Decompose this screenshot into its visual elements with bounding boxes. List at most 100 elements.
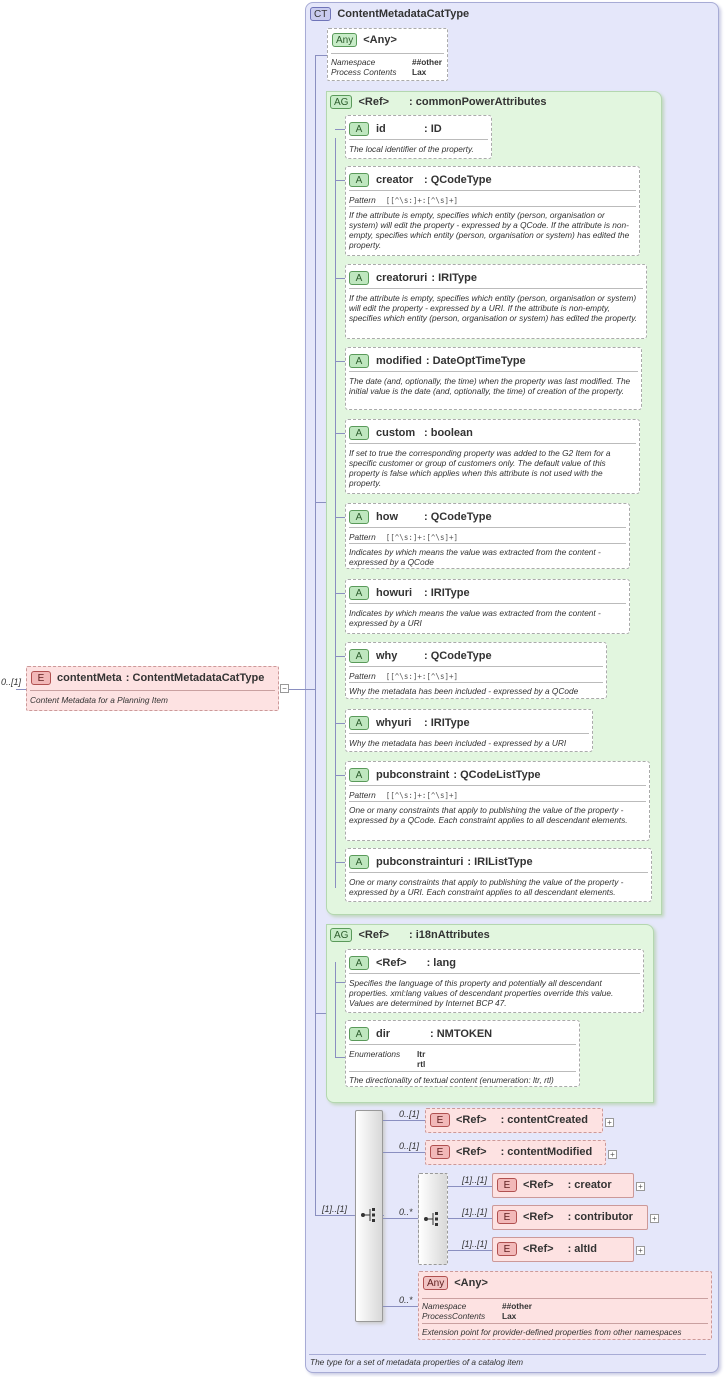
attribute-description: If the attribute is empty, specifies whi… (349, 293, 638, 323)
attribute-name: custom (376, 427, 416, 439)
pattern-value: [[^\s:]+:[^\s]+] (385, 533, 459, 542)
content-created-cardinality: 0..[1] (399, 1109, 420, 1119)
root-element-type: : ContentMetadataCatType (125, 672, 265, 684)
attribute-pubconstrainturi[interactable]: A pubconstrainturi : IRIListType One or … (345, 848, 652, 902)
attribute-lang[interactable]: A <Ref> : lang Specifies the language of… (345, 949, 644, 1013)
element-altid[interactable]: E <Ref> : altId (492, 1237, 634, 1262)
root-element-box[interactable]: E contentMeta : ContentMetadataCatType C… (26, 666, 279, 711)
process-value: Lax (412, 67, 427, 77)
attribute-type: : IRIListType (467, 856, 533, 868)
plus-icon[interactable]: + (605, 1118, 614, 1127)
attribute-description: The local identifier of the property. (349, 144, 474, 154)
any-extension-box: Any <Any> Namespace ##other ProcessConte… (418, 1271, 712, 1340)
attribute-whyuri[interactable]: A whyuri : IRIType Why the metadata has … (345, 709, 593, 752)
element-creator[interactable]: E <Ref> : creator (492, 1173, 634, 1198)
element-name: : contributor (567, 1211, 633, 1223)
plus-icon[interactable]: + (608, 1150, 617, 1159)
creator-cardinality: [1]..[1] (462, 1175, 488, 1185)
root-cardinality: 0..[1] (1, 677, 22, 687)
attribute-how[interactable]: A how : QCodeType Pattern[[^\s:]+:[^\s]+… (345, 503, 630, 569)
attribute-modified[interactable]: A modified : DateOptTimeType The date (a… (345, 347, 642, 410)
attribute-badge: A (349, 510, 369, 524)
attribute-custom[interactable]: A custom : boolean If set to true the co… (345, 419, 640, 494)
attribute-name: pubconstrainturi (376, 856, 464, 868)
element-badge: E (31, 671, 51, 685)
attribute-id[interactable]: A id : ID The local identifier of the pr… (345, 115, 492, 159)
minus-icon[interactable]: − (280, 684, 289, 693)
root-element-description: Content Metadata for a Planning Item (30, 695, 168, 705)
attribute-description: If set to true the corresponding propert… (349, 448, 611, 488)
element-badge: E (497, 1242, 517, 1256)
pattern-value: [[^\s:]+:[^\s]+] (385, 672, 459, 681)
pattern-value: [[^\s:]+:[^\s]+] (385, 196, 459, 205)
choice-cardinality: 0..* (399, 1207, 413, 1217)
attribute-type: : IRIType (424, 717, 470, 729)
attribute-name: how (376, 511, 398, 523)
attribute-type: : QCodeListType (453, 769, 541, 781)
attribute-name: id (376, 123, 386, 135)
plus-icon[interactable]: + (650, 1214, 659, 1223)
attribute-why[interactable]: A why : QCodeType Pattern[[^\s:]+:[^\s]+… (345, 642, 607, 699)
pattern-label: Pattern (349, 790, 376, 800)
plus-icon[interactable]: + (636, 1246, 645, 1255)
attribute-type: : QCodeType (424, 650, 492, 662)
process-key: Process Contents (331, 67, 397, 77)
process-value: Lax (502, 1311, 517, 1321)
attribute-name: dir (376, 1028, 391, 1040)
attribute-badge: A (349, 122, 369, 136)
attribute-dir[interactable]: A dir : NMTOKEN Enumerations ltr rtl The… (345, 1020, 580, 1087)
attribute-description: The directionality of textual content (e… (349, 1075, 554, 1085)
attribute-name: creatoruri (376, 272, 428, 284)
element-ref: <Ref> (523, 1211, 554, 1223)
attribute-type: : boolean (424, 427, 473, 439)
common-group-name: : commonPowerAttributes (409, 96, 547, 108)
element-ref: <Ref> (456, 1114, 487, 1126)
attribute-badge: A (349, 426, 369, 440)
content-modified-cardinality: 0..[1] (399, 1141, 420, 1151)
plus-icon[interactable]: + (636, 1182, 645, 1191)
attribute-description: The date (and, optionally, the time) whe… (349, 376, 631, 396)
element-name: : creator (567, 1179, 612, 1191)
attribute-creatoruri[interactable]: A creatoruri : IRIType If the attribute … (345, 264, 647, 339)
element-name: : altId (567, 1243, 597, 1255)
attribute-name: why (376, 650, 398, 662)
attribute-badge: A (349, 716, 369, 730)
i18n-group-name: : i18nAttributes (409, 929, 490, 941)
attribute-pubconstraint[interactable]: A pubconstraint : QCodeListType Pattern[… (345, 761, 650, 841)
element-contributor[interactable]: E <Ref> : contributor (492, 1205, 648, 1230)
choice-icon (424, 1212, 438, 1226)
common-group-header: AG <Ref> : commonPowerAttributes (330, 95, 547, 109)
pattern-label: Pattern (349, 671, 376, 681)
any-top-box: Any <Any> Namespace ##other Process Cont… (327, 28, 448, 81)
complex-type-badge: CT (310, 7, 332, 21)
element-content-modified[interactable]: E <Ref> : contentModified (425, 1140, 606, 1165)
attribute-badge: A (349, 271, 369, 285)
any-badge: Any (423, 1276, 449, 1290)
attribute-howuri[interactable]: A howuri : IRIType Indicates by which me… (345, 579, 630, 634)
i18n-group-ref: <Ref> (358, 929, 390, 941)
attribute-name: whyuri (376, 717, 412, 729)
attribute-type: : NMTOKEN (430, 1028, 493, 1040)
attribute-name: pubconstraint (376, 769, 450, 781)
attribute-badge: A (349, 1027, 369, 1041)
attribute-badge: A (349, 173, 369, 187)
contributor-cardinality: [1]..[1] (462, 1207, 488, 1217)
complex-type-title: ContentMetadataCatType (337, 8, 470, 20)
attribute-name: creator (376, 174, 414, 186)
attribute-type: : IRIType (424, 587, 470, 599)
common-group-ref: <Ref> (358, 96, 390, 108)
any-description: Extension point for provider-defined pro… (422, 1327, 682, 1337)
element-content-created[interactable]: E <Ref> : contentCreated (425, 1108, 603, 1133)
attribute-creator[interactable]: A creator : QCodeType Pattern[[^\s:]+:[^… (345, 166, 640, 256)
any-badge: Any (332, 33, 358, 47)
i18n-group-header: AG <Ref> : i18nAttributes (330, 928, 490, 942)
element-ref: <Ref> (523, 1179, 554, 1191)
attribute-description: Why the metadata has been included - exp… (349, 738, 567, 748)
any-bottom-cardinality: 0..* (399, 1295, 413, 1305)
sequence-cardinality: [1]..[1] (322, 1204, 348, 1214)
element-badge: E (497, 1178, 517, 1192)
element-badge: E (430, 1145, 450, 1159)
element-name: : contentModified (500, 1146, 593, 1158)
attribute-badge: A (349, 586, 369, 600)
element-ref: <Ref> (523, 1243, 554, 1255)
